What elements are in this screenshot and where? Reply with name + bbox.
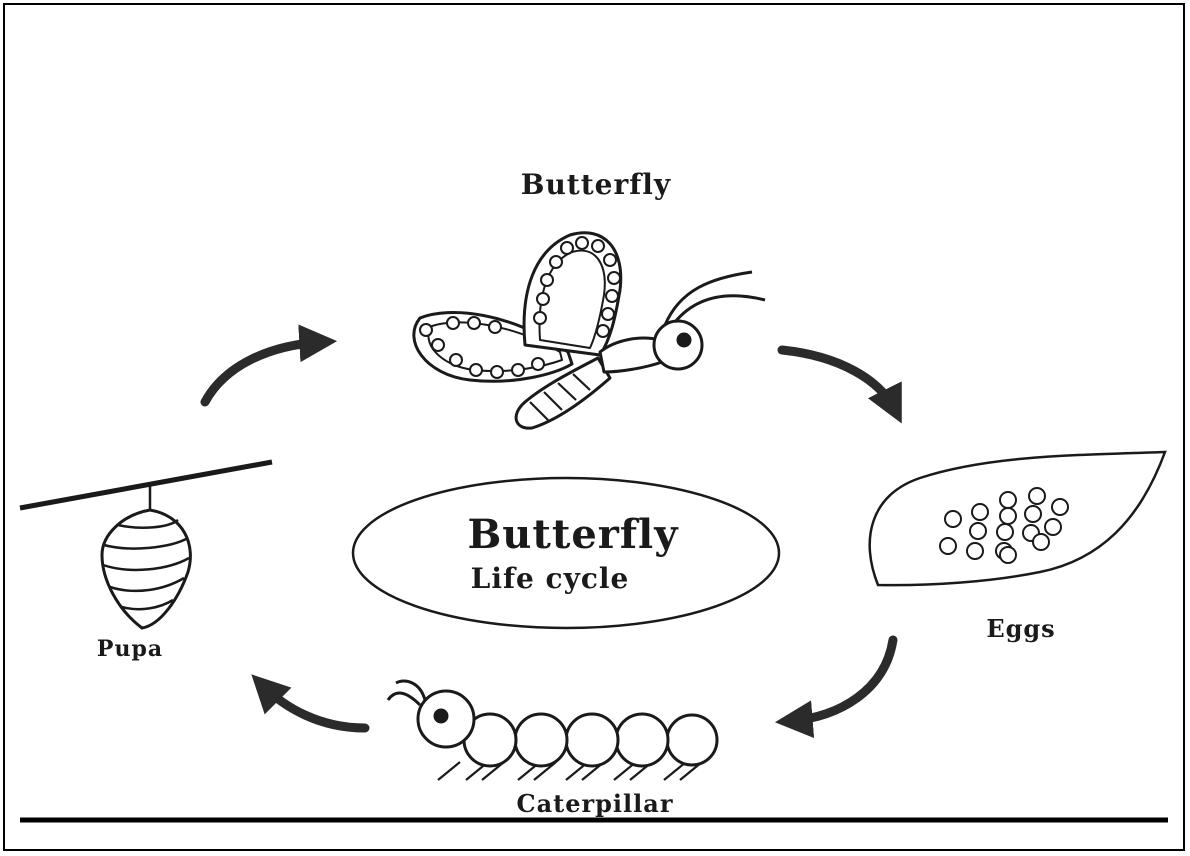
butterfly-illustration [414, 233, 765, 428]
wing-spot [532, 358, 544, 370]
wing-spot [468, 317, 480, 329]
wing-spot [604, 254, 616, 266]
wing-spot [470, 364, 482, 376]
egg [945, 511, 961, 527]
wing-spot [447, 317, 459, 329]
wing-spot [420, 324, 432, 336]
egg [1045, 519, 1061, 535]
egg [1000, 547, 1016, 563]
egg [972, 504, 988, 520]
wing-spot [512, 364, 524, 376]
egg [940, 538, 956, 554]
caterpillar-stage-label: Caterpillar [517, 789, 674, 818]
pupa-illustration [20, 462, 272, 628]
wing-spot [576, 237, 588, 249]
egg [970, 523, 986, 539]
wing-spot [491, 366, 503, 378]
wing-spot [541, 274, 553, 286]
wing-spot [537, 293, 549, 305]
egg [1029, 488, 1045, 504]
center-subtitle: Life cycle [471, 562, 630, 595]
arrow-pupa-to-butterfly [205, 342, 322, 402]
wing-spot [592, 240, 604, 252]
center-title: Butterfly [467, 511, 679, 558]
butterfly-stage-label: Butterfly [521, 168, 671, 201]
wing-spot [550, 256, 562, 268]
leaf-with-eggs [870, 452, 1165, 585]
egg [1000, 492, 1016, 508]
wing-spot [432, 339, 444, 351]
pupa-stage-label: Pupa [97, 636, 163, 662]
wing-spot [534, 312, 546, 324]
wing-spot [608, 272, 620, 284]
arrow-eggs-to-caterpillar [790, 640, 893, 721]
eggs-stage-label: Eggs [986, 614, 1055, 643]
egg [967, 543, 983, 559]
arrow-caterpillar-to-pupa [262, 685, 365, 728]
wing-spot [561, 242, 573, 254]
egg [997, 524, 1013, 540]
branch [20, 462, 272, 508]
wing-spot [606, 290, 618, 302]
wing-spot [489, 321, 501, 333]
arrow-butterfly-to-eggs [782, 350, 895, 410]
caterpillar-illustration [388, 681, 717, 780]
egg [1000, 508, 1016, 524]
wing-spot [602, 308, 614, 320]
wing-spot [597, 325, 609, 337]
egg [1052, 499, 1068, 515]
egg [1033, 534, 1049, 550]
wing-spot [450, 354, 462, 366]
egg [1025, 506, 1041, 522]
